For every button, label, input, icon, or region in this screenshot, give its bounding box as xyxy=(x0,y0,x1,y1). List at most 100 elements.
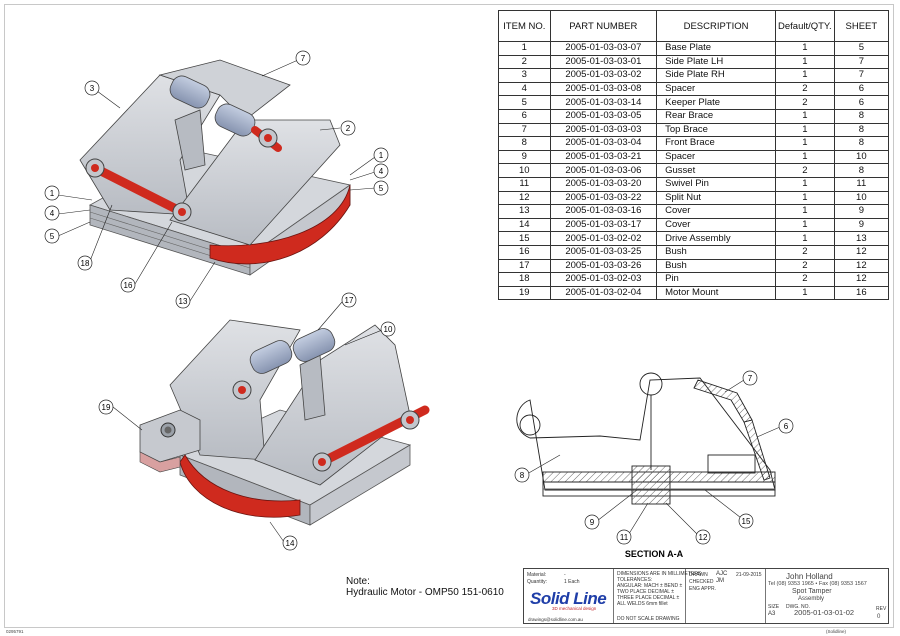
balloon: 16 xyxy=(120,277,136,293)
footer-left: 0295791 xyxy=(6,629,24,634)
roller-2-a xyxy=(249,340,293,374)
balloon: 1 xyxy=(44,185,60,201)
balloon-number: 1 xyxy=(379,151,384,160)
balloon: 10 xyxy=(380,321,396,337)
balloon: 3 xyxy=(84,80,100,96)
balloon-number: 4 xyxy=(50,209,55,218)
balloon-number: 6 xyxy=(784,422,789,431)
drive-disc xyxy=(209,184,351,265)
quantity-value: 1 Each xyxy=(564,579,580,585)
checked-by: JM xyxy=(716,578,724,584)
balloon: 13 xyxy=(175,293,191,309)
drawing-sheet-border xyxy=(4,4,894,628)
balloon-number: 7 xyxy=(748,374,753,383)
drawn-by: AJC xyxy=(716,571,728,577)
solid-line-logo: Solid Line xyxy=(530,589,607,608)
quantity-label: Quantity: xyxy=(527,579,548,585)
balloon-number: 14 xyxy=(286,539,295,548)
balloon-number: 4 xyxy=(379,167,384,176)
revision: 0 xyxy=(877,614,881,620)
balloon: 7 xyxy=(742,370,758,386)
note-heading: Note: xyxy=(346,576,370,587)
approval-cell: DRAWN AJC 21-09-2015 CHECKED JM ENG APPR… xyxy=(686,569,766,623)
tolerance-line: ALL WELDS 6mm fillet xyxy=(617,601,668,607)
bom-item-no: 19 xyxy=(498,285,551,301)
balloon-number: 7 xyxy=(301,54,306,63)
note-block: Note: Hydraulic Motor - OMP50 151-0610 xyxy=(346,576,504,598)
drive-disc-2 xyxy=(179,454,301,518)
checked-label: CHECKED xyxy=(689,579,714,585)
balloon-number: 3 xyxy=(90,84,95,93)
balloon: 9 xyxy=(584,514,600,530)
tolerance-line: TOLERANCES: xyxy=(617,577,653,583)
do-not-scale: DO NOT SCALE DRAWING xyxy=(617,616,680,622)
balloon-number: 15 xyxy=(742,517,751,526)
bom-header-item: ITEM NO. xyxy=(498,10,551,42)
material-label: Material: xyxy=(527,572,547,578)
balloon-number: 16 xyxy=(124,281,133,290)
bill-of-materials-table: ITEM NO. PART NUMBER DESCRIPTION Default… xyxy=(498,10,890,301)
balloon: 6 xyxy=(778,418,794,434)
title-block-material-cell: Material: - Quantity: 1 Each Solid Line … xyxy=(524,569,614,623)
footer-right: (Solidline) xyxy=(826,629,847,634)
roller-2-b xyxy=(292,328,336,362)
balloon-number: 19 xyxy=(102,403,111,412)
section-side-plate-outline xyxy=(516,377,776,491)
balloon: 5 xyxy=(44,228,60,244)
balloon-number: 8 xyxy=(520,471,525,480)
logo-subtitle: 3D mechanical design xyxy=(552,606,597,611)
drawing-subtitle: Assembly xyxy=(798,596,825,602)
side-plate-lh xyxy=(169,119,341,246)
tolerance-line: THREE PLACE DECIMAL ± xyxy=(617,595,680,601)
bom-sheet: 16 xyxy=(833,285,890,301)
size-label: SIZE xyxy=(768,604,780,610)
swivel-pin-section xyxy=(631,465,671,505)
balloon: 2 xyxy=(340,120,356,136)
tolerance-cell: DIMENSIONS ARE IN MILLIMETERS TOLERANCES… xyxy=(614,569,701,623)
balloon: 8 xyxy=(514,467,530,483)
balloon: 17 xyxy=(341,292,357,308)
balloon-number: 1 xyxy=(50,189,55,198)
balloon-number: 9 xyxy=(590,518,595,527)
balloon-number: 5 xyxy=(50,232,55,241)
company-name: John Holland xyxy=(786,572,833,581)
balloon: 14 xyxy=(282,535,298,551)
gusset xyxy=(174,109,206,171)
balloon: 15 xyxy=(738,513,754,529)
balloon-number: 17 xyxy=(345,296,354,305)
company-contact: Tel (08) 9353 1965 • Fax (08) 9353 1567 xyxy=(768,581,867,587)
balloon-number: 5 xyxy=(379,184,384,193)
drawn-label: DRAWN xyxy=(689,572,708,578)
drawing-number: 2005-01-03-01-02 xyxy=(794,608,855,617)
base-plate-2-side-right xyxy=(309,444,411,526)
balloon-number: 12 xyxy=(699,533,708,542)
balloon-number: 13 xyxy=(179,297,188,306)
balloon: 7 xyxy=(295,50,311,66)
balloon: 1 xyxy=(373,147,389,163)
balloon: 11 xyxy=(616,529,632,545)
note-text: Hydraulic Motor - OMP50 151-0610 xyxy=(346,587,504,598)
balloon-number: 11 xyxy=(620,533,629,542)
balloon: 4 xyxy=(44,205,60,221)
isometric-view-1 xyxy=(79,59,351,276)
isometric-view-2 xyxy=(139,319,430,526)
section-label: SECTION A-A xyxy=(625,549,684,559)
balloon-number: 10 xyxy=(384,325,393,334)
tolerance-line: DIMENSIONS ARE IN MILLIMETERS xyxy=(617,571,702,577)
pin-red xyxy=(90,163,187,217)
balloon: 4 xyxy=(373,163,389,179)
balloon: 12 xyxy=(695,529,711,545)
balloon: 5 xyxy=(373,180,389,196)
drawing-title: Spot Tamper xyxy=(792,588,832,595)
size-value: A3 xyxy=(768,611,776,617)
